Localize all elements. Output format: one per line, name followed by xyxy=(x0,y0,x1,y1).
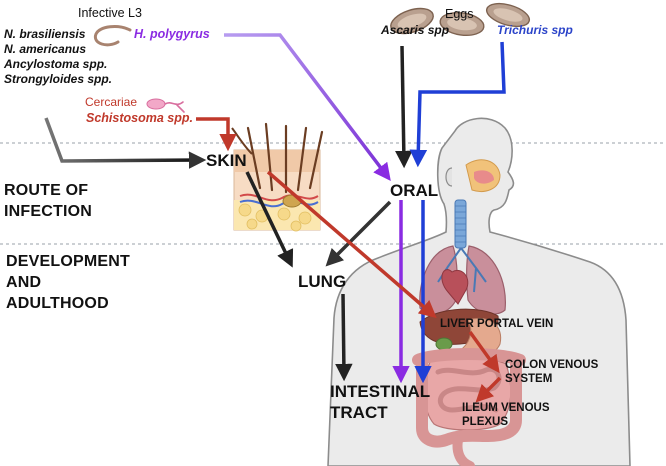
skin-section-icon xyxy=(231,122,324,232)
node-colon-line2: SYSTEM xyxy=(505,373,553,385)
section-development-line2: AND xyxy=(6,274,42,291)
node-ileum-line1: ILEUM VENOUS xyxy=(462,402,550,414)
arrow-hookworm-skin xyxy=(44,117,207,169)
species-h-polygyrus: H. polygyrus xyxy=(134,27,210,41)
arrow-oral-lung xyxy=(325,200,392,267)
node-intestinal-line2: TRACT xyxy=(330,403,388,422)
eggs-label: Eggs xyxy=(445,7,474,21)
node-intestinal-line1: INTESTINAL xyxy=(330,382,431,401)
arrow-ascaris-oral xyxy=(395,45,413,169)
species-n-americanus: N. americanus xyxy=(4,42,87,56)
species-schistosoma: Schistosoma spp. xyxy=(86,111,193,125)
species-n-brasiliensis: N. brasiliensis xyxy=(4,27,86,41)
node-ileum-line2: PLEXUS xyxy=(462,416,509,428)
species-ascaris: Ascaris spp xyxy=(381,23,450,37)
arrow-skin-lung xyxy=(245,171,294,268)
species-ancylostoma: Ancylostoma spp. xyxy=(4,57,108,71)
arrow-skin-liver xyxy=(266,170,437,319)
arrow-lung-intestinal xyxy=(335,293,353,382)
node-skin: SKIN xyxy=(206,151,247,170)
node-oral: ORAL xyxy=(390,181,439,200)
arrow-polygyrus-oral xyxy=(224,33,391,182)
arrow-trichuris-oral xyxy=(409,41,506,168)
arrow-colon-ileum xyxy=(475,376,502,403)
species-trichuris: Trichuris spp xyxy=(497,23,573,37)
larva-icon xyxy=(146,98,185,113)
node-colon-line1: COLON VENOUS xyxy=(505,359,599,371)
section-development-line1: DEVELOPMENT xyxy=(6,253,130,270)
section-route-line1: ROUTE OF xyxy=(4,182,89,199)
worm-icon xyxy=(93,25,132,47)
species-strongyloides: Strongyloides spp. xyxy=(4,72,113,86)
node-liver-portal-vein: LIVER PORTAL VEIN xyxy=(440,318,554,330)
arrow-schistosoma-skin xyxy=(196,117,237,152)
arrow-liver-colon xyxy=(468,330,500,374)
node-lung: LUNG xyxy=(298,272,347,291)
cercariae-label: Cercariae xyxy=(85,95,138,109)
section-development-line3: ADULTHOOD xyxy=(6,295,109,312)
infective-l3-label: Infective L3 xyxy=(78,6,142,20)
egg-icon xyxy=(390,2,531,37)
section-route-line2: INFECTION xyxy=(4,203,93,220)
